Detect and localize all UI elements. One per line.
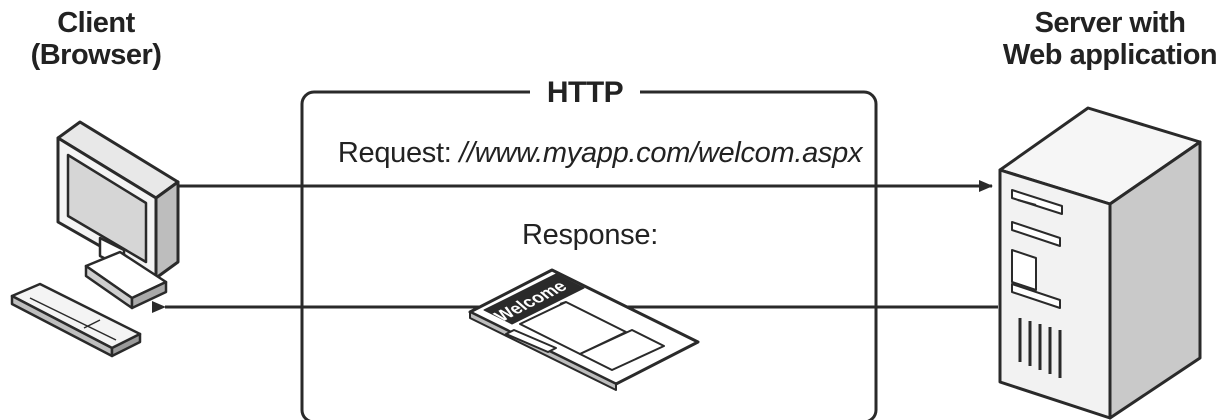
client-title: Client <box>57 7 135 39</box>
server-tower-icon <box>998 106 1202 420</box>
client-label: Client (Browser) <box>6 7 186 72</box>
server-title: Server with <box>1034 7 1186 39</box>
server-label: Server with Web application <box>996 7 1224 72</box>
client-subtitle: (Browser) <box>30 38 162 71</box>
server-subtitle: Web application <box>1002 38 1218 71</box>
web-page-document-icon: Welcome <box>468 268 700 391</box>
desktop-computer-icon <box>10 120 180 358</box>
request-prefix: Request: <box>337 137 460 169</box>
http-label: HTTP <box>530 76 640 109</box>
request-url: //www.myapp.com/welcom.aspx <box>459 137 863 169</box>
response-label: Response: <box>522 219 658 251</box>
request-label: Request: //www.myapp.com/welcom.aspx <box>290 137 910 170</box>
